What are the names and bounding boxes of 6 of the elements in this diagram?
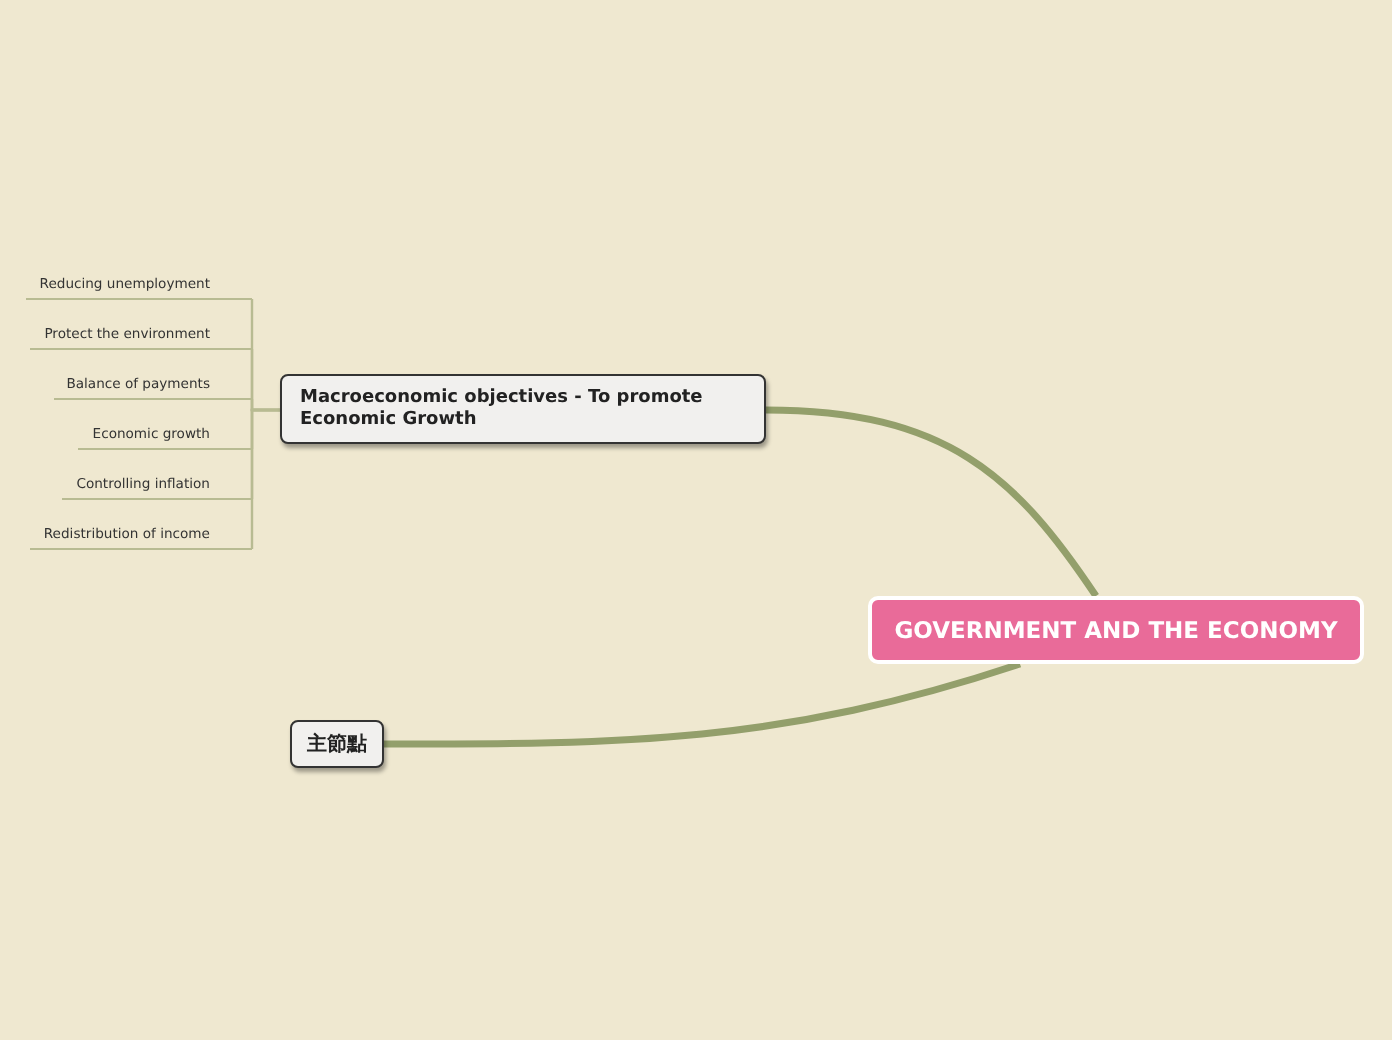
- topic-box: 主節點: [290, 720, 384, 768]
- connector-line: [765, 406, 1099, 598]
- topic-box: Macroeconomic objectives - To promote Economic Growth: [280, 374, 766, 444]
- connector-line: [250, 408, 280, 549]
- connector-line: [384, 660, 1022, 748]
- central-topic-box: GOVERNMENT AND THE ECONOMY: [868, 596, 1364, 664]
